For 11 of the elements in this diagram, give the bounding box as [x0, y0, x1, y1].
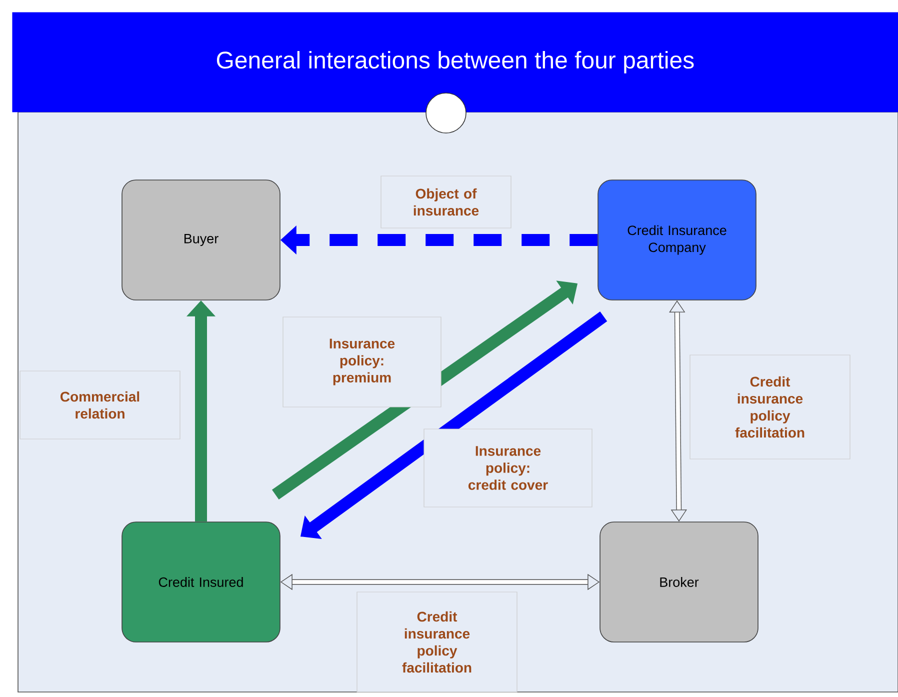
edge-label: Credit insurance policy facilitation — [356, 592, 518, 692]
edge-label: Object of insurance — [380, 176, 512, 228]
edge-label: Commercial relation — [20, 370, 180, 440]
title-banner: General interactions between the four parties — [12, 12, 898, 112]
party-box: Credit Insurance Company — [598, 180, 756, 300]
party-box: Credit Insured — [122, 522, 280, 642]
party-box: Broker — [600, 522, 758, 642]
edge-label: Credit insurance policy facilitation — [690, 354, 850, 460]
edge-label: Insurance policy: premium — [282, 316, 442, 408]
edge-label: Insurance policy: credit cover — [424, 428, 592, 508]
party-box: Buyer — [122, 180, 280, 300]
